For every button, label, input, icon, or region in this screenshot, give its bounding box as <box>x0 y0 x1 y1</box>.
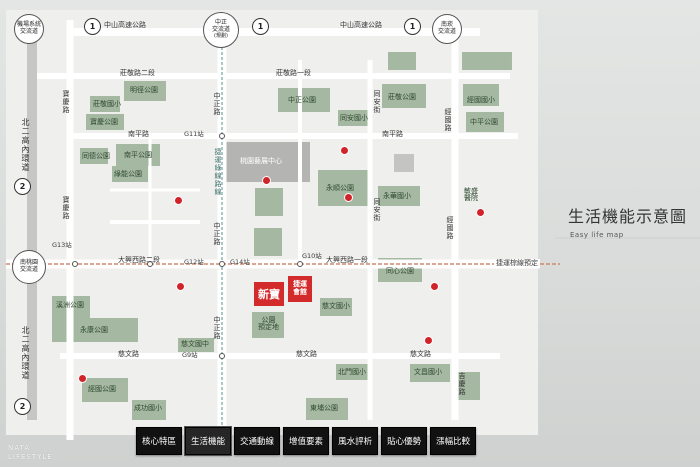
park-label-tongxin: 同心公園 <box>386 267 414 275</box>
park-label-reserve: 公園 預定地 <box>258 316 279 331</box>
site-sub-marker[interactable]: 捷運 會館 <box>288 276 312 302</box>
road-label-zhuangjing-2: 莊敬路二段 <box>120 69 155 77</box>
mrt-g10-label: G10站 <box>302 252 322 260</box>
road-label-ciwen-right: 慈文路 <box>410 350 431 358</box>
route-2-badge-mid: 2 <box>14 178 31 195</box>
mrt-g14-label: G14站 <box>230 258 250 266</box>
nankan-interchange-badge: 南崁 交流道 <box>432 14 462 44</box>
bottom-menu: 核心特區生活機能交通動線增值要素風水評析貼心優勢漲幅比較 <box>136 426 477 456</box>
road-label-zhongshan-right: 中山高速公路 <box>340 21 382 29</box>
poi-marker <box>78 374 87 383</box>
park-label-dongcheng: 東埔公園 <box>310 404 338 412</box>
poi-marker <box>340 146 349 155</box>
nantao-interchange-badge: 南桃園 交流道 <box>12 250 46 284</box>
road-label-jingguo: 經國路 <box>444 108 452 132</box>
park-label-zhongping: 中平公園 <box>470 118 498 126</box>
park-label-zhongzheng: 中正公園 <box>288 96 316 104</box>
park-label-tongan-school: 同安國小 <box>340 114 368 122</box>
route-1-badge-mid: 1 <box>252 18 269 35</box>
park-label-zhuangjing: 莊敬公園 <box>388 93 416 101</box>
menu-button-7[interactable]: 漲幅比較 <box>430 427 477 455</box>
road-label-zhongzheng-top: 中正路 <box>213 92 221 116</box>
route-2-badge-bottom: 2 <box>14 398 31 415</box>
mrt-g11-label: G11站 <box>184 130 204 138</box>
mrt-green-line-label: 捷運綠線路線 <box>214 148 222 196</box>
park-label-tongde: 同德公園 <box>82 152 110 160</box>
airport-interchange-badge: 機場系統 交流道 <box>14 14 44 44</box>
park-label-jingguo-park: 經國公園 <box>88 385 116 393</box>
road-label-zhuangjing-1: 莊敬路一段 <box>276 69 311 77</box>
park-label-chenggong: 成功國小 <box>134 404 162 412</box>
park-label-ciwen-school: 慈文國中 <box>181 340 209 348</box>
zhongzheng-interchange-sub: (規劃) <box>214 33 228 40</box>
road-label-nanping-right: 南平路 <box>382 130 403 138</box>
menu-button-6[interactable]: 貼心優勢 <box>381 427 428 455</box>
park-label-ciwen-elem: 慈文國小 <box>322 302 350 310</box>
mrt-g13-label: G13站 <box>52 241 72 249</box>
road-label-tongan: 同安街 <box>373 90 381 114</box>
road-label-jiqing: 吉慶路 <box>458 372 466 396</box>
road-label-north2-bottom: 北二高內環道 <box>21 326 30 380</box>
route-1-badge-left: 1 <box>84 18 101 35</box>
road-label-daxing-w1: 大興西路一段 <box>326 256 368 264</box>
road-label-daxing-w2: 大興西路二段 <box>118 256 160 264</box>
road-label-baoqing-lower: 寶慶路 <box>62 196 70 220</box>
road-label-tongan-lower: 同安街 <box>373 198 381 222</box>
zhongzheng-interchange-label: 中正 交流道 <box>211 19 230 34</box>
zhongzheng-interchange-badge: 中正 交流道 (規劃) <box>203 12 239 48</box>
poi-marker <box>476 208 485 217</box>
route-1-badge-right: 1 <box>404 18 421 35</box>
menu-button-5[interactable]: 風水評析 <box>332 427 379 455</box>
park-label-lianqing: 溪洲公園 <box>56 301 84 309</box>
site-main-marker[interactable]: 新寶 <box>254 282 284 306</box>
road-label-zhongzheng-mid: 中正路 <box>213 222 221 246</box>
watermark: NATA LIFESTYLE <box>8 444 53 461</box>
park-label-yongkang: 永康公園 <box>80 326 108 334</box>
menu-button-4[interactable]: 增值要素 <box>283 427 330 455</box>
park-label-beimen: 北門國小 <box>338 368 366 376</box>
park-label-ming: 明徑公園 <box>130 86 158 94</box>
park-label-yongshun: 永順公園 <box>326 184 354 192</box>
road-label-zhongshan-left: 中山高速公路 <box>104 21 146 29</box>
mrt-brown-planned-label: 捷運棕線預定 <box>494 259 540 268</box>
menu-button-1[interactable]: 核心特區 <box>136 427 183 455</box>
menu-button-2[interactable]: 生活機能 <box>184 426 233 456</box>
park-label-shanghai: 綠能公園 <box>114 170 142 178</box>
mrt-g12-label: G12站 <box>184 258 204 266</box>
arena-label: 桃園藝展中心 <box>240 157 282 165</box>
nankan-interchange-label: 南崁 交流道 <box>437 21 456 35</box>
poi-marker <box>430 282 439 291</box>
building-block <box>394 154 414 172</box>
nantao-interchange-label: 南桃園 交流道 <box>19 259 38 273</box>
park-label-jingguo-school: 經國國小 <box>467 96 495 104</box>
park-label-wenchang: 文昌國小 <box>414 368 442 376</box>
arena-block <box>224 142 310 182</box>
park-label-yonghua: 永華國小 <box>383 192 411 200</box>
poi-marker <box>176 282 185 291</box>
park-label-nanping: 南平公園 <box>124 151 152 159</box>
park-label-baoqing: 寶慶公園 <box>90 118 118 126</box>
side-subtitle: Easy life map <box>570 231 624 239</box>
road-label-north2-top: 北二高內環道 <box>21 118 30 172</box>
park-label-zhuangjing-school: 莊敬國小 <box>93 100 121 108</box>
road-label-nanping: 南平路 <box>128 130 149 138</box>
airport-interchange-label: 機場系統 交流道 <box>16 21 41 35</box>
poi-marker <box>424 336 433 345</box>
green-blocks <box>52 52 512 420</box>
menu-button-3[interactable]: 交通動線 <box>234 427 281 455</box>
hospital-label: 敏盛 醫院 <box>464 187 478 202</box>
poi-marker <box>344 193 353 202</box>
mrt-g9-label: G9站 <box>182 351 198 359</box>
side-title: 生活機能示意圖 <box>568 207 688 226</box>
road-label-baoqing: 寶慶路 <box>62 90 70 114</box>
mrt-stations <box>72 133 303 359</box>
road-label-jingguo-lower: 經國路 <box>446 216 454 240</box>
poi-marker <box>262 176 271 185</box>
poi-marker <box>174 196 183 205</box>
road-label-ciwen: 慈文路 <box>118 350 139 358</box>
road-label-zhongzheng-bot: 中正路 <box>213 316 221 340</box>
road-label-ciwen-mid: 慈文路 <box>296 350 317 358</box>
